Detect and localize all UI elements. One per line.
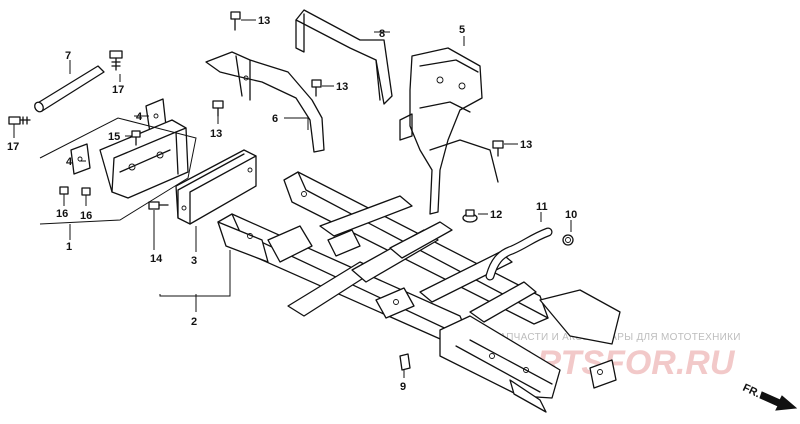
part-16-bolt-a (59, 186, 69, 195)
part-7-rod (34, 65, 105, 113)
callout-16-b: 16 (80, 210, 92, 222)
part-8-bracket (295, 9, 393, 105)
battery-bracket (99, 119, 189, 199)
leader-lines (13, 19, 572, 378)
arrow-icon (759, 391, 798, 411)
callout-5: 5 (459, 24, 465, 36)
part-9-plug (399, 353, 411, 371)
callout-13-a: 13 (258, 15, 270, 27)
part-5-bracket-assembly (399, 47, 499, 215)
callout-13-c: 13 (210, 128, 222, 140)
callout-14: 14 (150, 253, 163, 265)
part-13-bolt-c (212, 100, 224, 117)
front-direction-indicator: FR. (741, 382, 798, 411)
part-6-arm (205, 51, 325, 153)
part-14-bolt (148, 201, 169, 210)
part-2-main-frame (217, 171, 621, 413)
part-16-bolt-b (81, 187, 91, 196)
callout-8: 8 (379, 28, 385, 40)
callout-17-upper: 17 (112, 84, 124, 96)
part-4-pad-lower (70, 143, 91, 175)
callout-3: 3 (191, 255, 197, 267)
callout-9: 9 (400, 381, 406, 393)
part-12-grommet (462, 209, 478, 223)
callout-17-lower: 17 (7, 141, 19, 153)
callout-1: 1 (66, 241, 72, 253)
callout-16-a: 16 (56, 208, 68, 220)
callout-13-d: 13 (520, 139, 532, 151)
callout-12: 12 (490, 209, 502, 221)
callout-11: 11 (536, 201, 548, 213)
callout-10: 10 (565, 209, 577, 221)
callout-13-b: 13 (336, 81, 348, 93)
callout-7: 7 (65, 50, 71, 62)
part-13-bolt-b (311, 79, 322, 97)
callout-4-lower: 4 (66, 156, 73, 168)
callout-6: 6 (272, 113, 278, 125)
bracket-outline-1 (39, 117, 197, 225)
part-13-bolt-d (492, 140, 504, 157)
callout-4-upper: 4 (136, 111, 143, 123)
part-3-cross-member (175, 149, 257, 225)
part-15-bolt (131, 130, 141, 146)
part-17-bolt-upper (109, 50, 123, 71)
callout-labels: 7 17 17 4 15 4 16 16 1 13 8 13 6 13 5 13… (7, 15, 577, 393)
front-direction-label: FR. (741, 382, 762, 400)
callout-2: 2 (191, 316, 197, 328)
part-10-clip (562, 234, 574, 246)
part-11-hose (485, 227, 553, 281)
callout-15: 15 (108, 131, 120, 143)
part-17-bolt-lower (8, 116, 31, 125)
watermark-text: ЗАПЧАСТИ И АКСЕССУАРЫ ДЛЯ МОТОТЕХНИКИ (493, 332, 741, 343)
part-13-bolt-a (230, 11, 241, 31)
